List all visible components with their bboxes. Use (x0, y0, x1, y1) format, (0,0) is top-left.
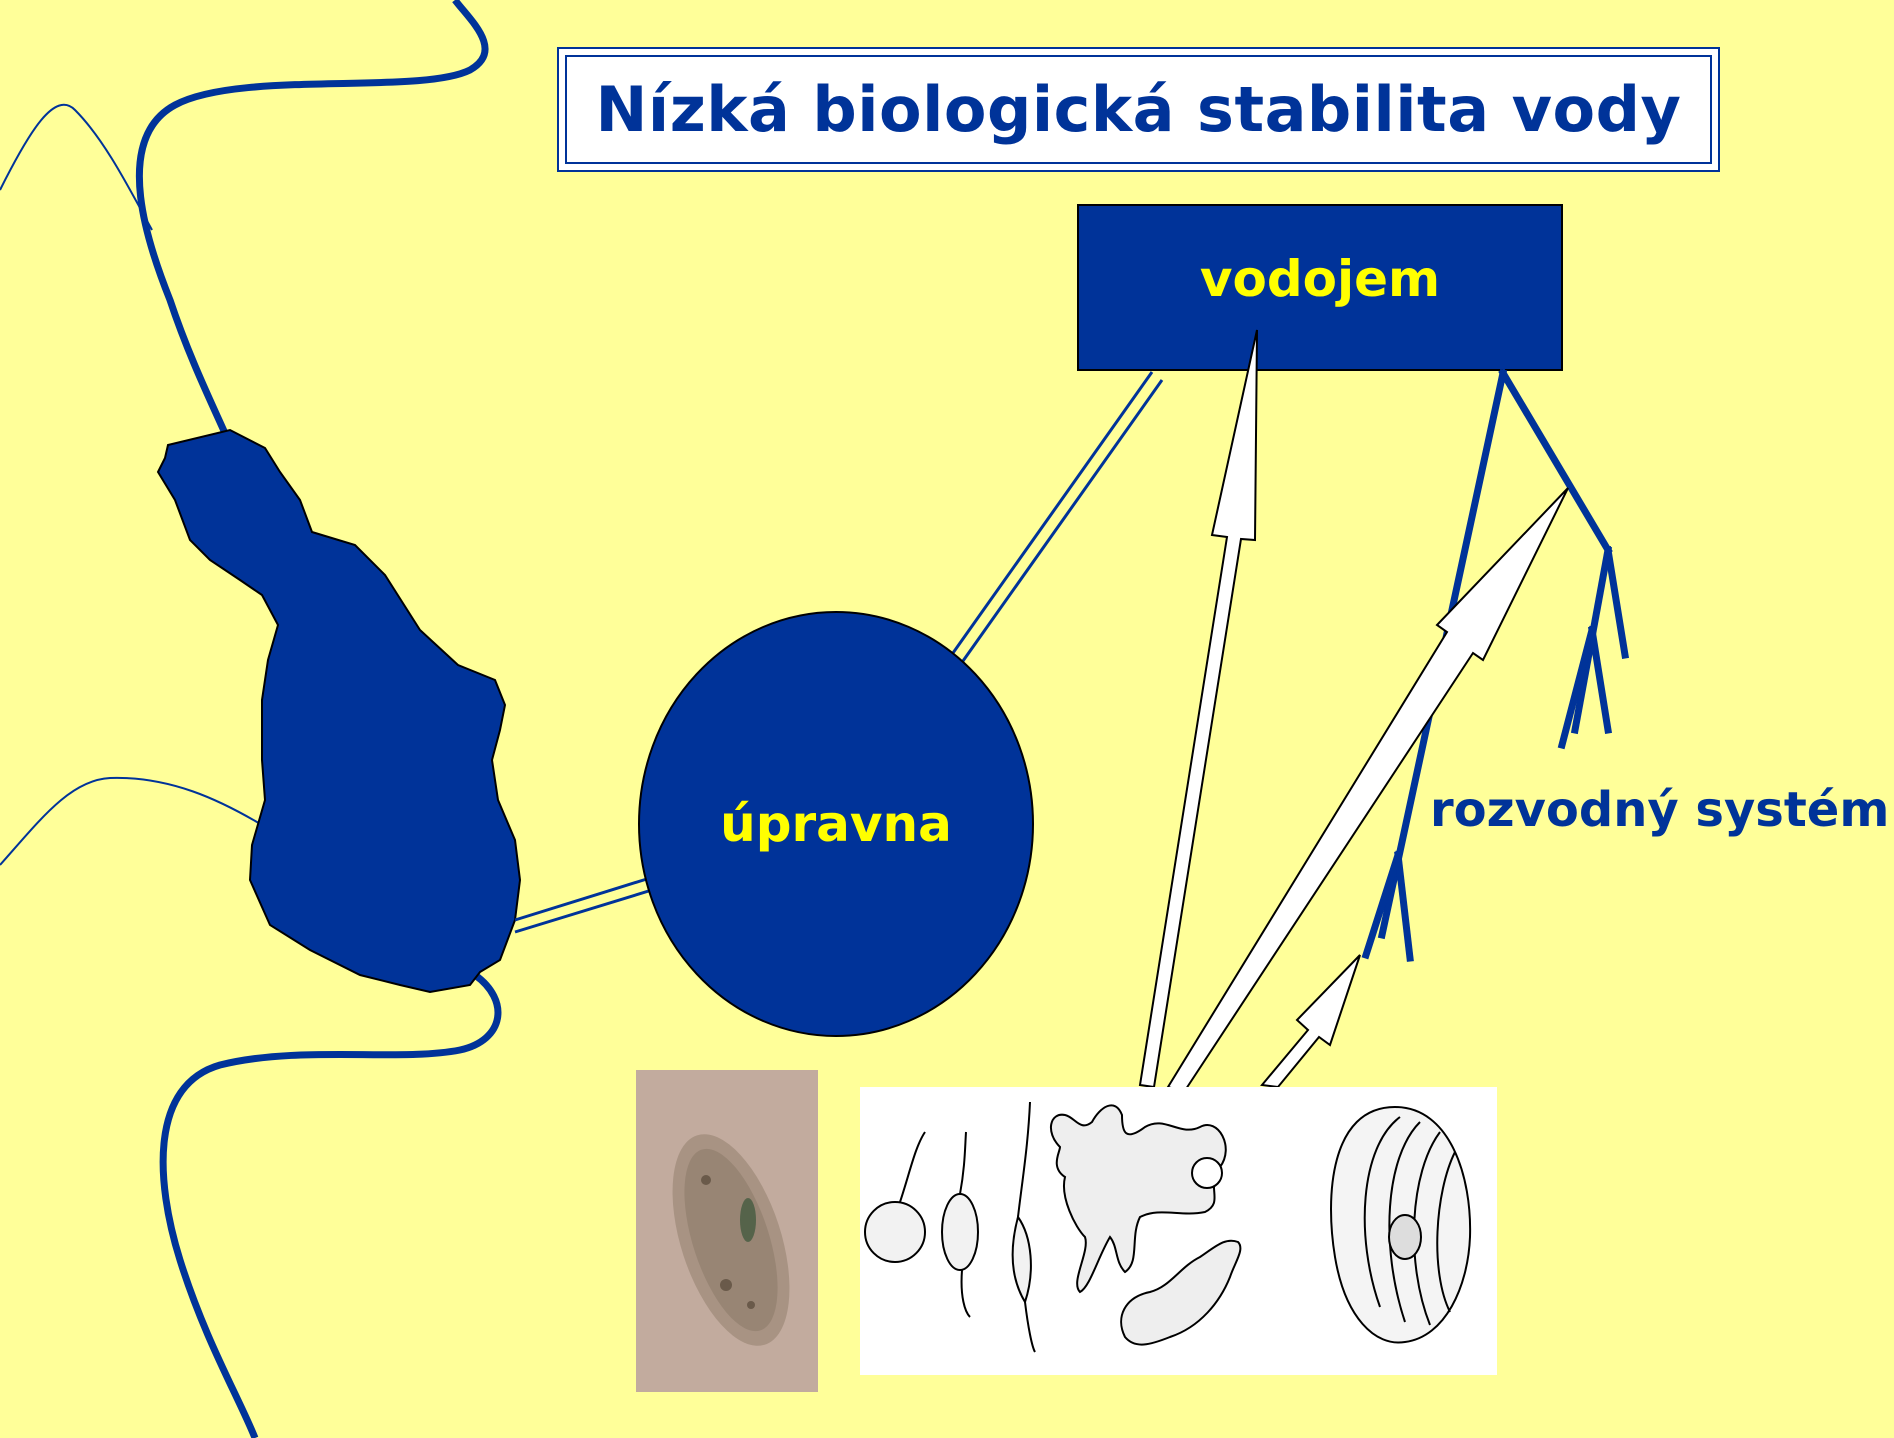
thin-stream-upper (0, 105, 152, 230)
ciliate-micrograph (636, 1070, 818, 1392)
treatment-plant-label: úpravna (640, 795, 1032, 853)
distribution-system-label: rozvodný systém (1430, 782, 1889, 838)
reservoir-label: vodojem (1078, 250, 1562, 308)
pipe-plant-to-reservoir (948, 372, 1162, 668)
river-outflow (163, 975, 498, 1438)
lake-shape (158, 430, 520, 992)
river-line (139, 0, 485, 440)
thin-stream-lower (0, 778, 262, 865)
arrow-to-distribution-lower (1262, 955, 1360, 1087)
distribution-network (1366, 373, 1625, 958)
protozoa-line-drawings (860, 1087, 1497, 1375)
pipe-lake-to-plant (515, 878, 652, 932)
slide-title: Nízká biologická stabilita vody (596, 73, 1682, 146)
title-box: Nízká biologická stabilita vody (557, 47, 1720, 172)
